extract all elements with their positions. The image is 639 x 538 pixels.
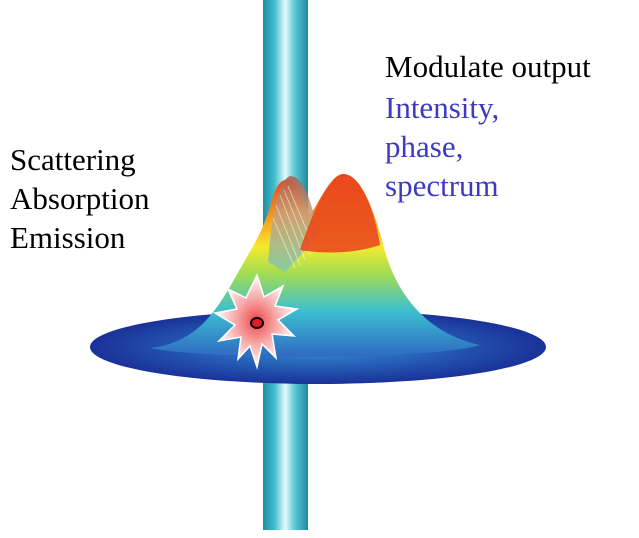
label-absorption: Absorption (10, 181, 150, 216)
label-intensity: Intensity, (385, 90, 500, 125)
modulate-title: Modulate output (385, 49, 591, 84)
modulation-list: Intensity, phase, spectrum (385, 88, 499, 205)
label-emission: Emission (10, 220, 126, 255)
particle-dot (250, 317, 264, 329)
label-spectrum: spectrum (385, 168, 499, 203)
label-scattering: Scattering (10, 142, 136, 177)
field-peak-front (300, 176, 380, 253)
label-phase: phase, (385, 129, 464, 164)
interaction-labels: Scattering Absorption Emission (10, 140, 150, 257)
